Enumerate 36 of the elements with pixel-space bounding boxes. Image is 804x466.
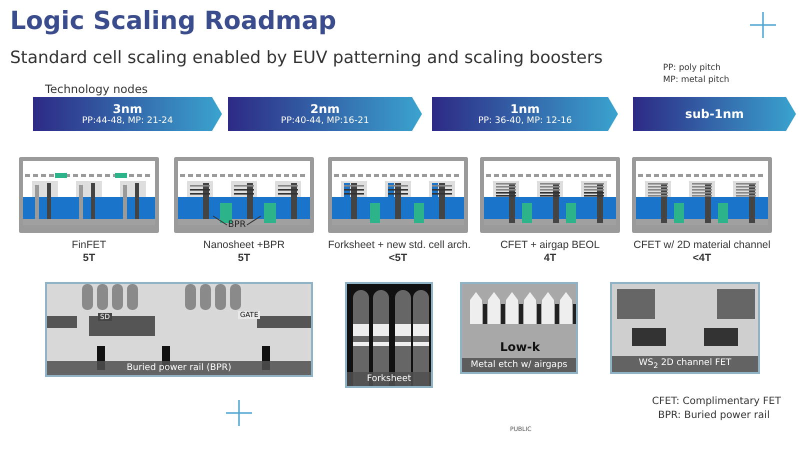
- slide-title: Logic Scaling Roadmap: [10, 6, 336, 35]
- device-name: FinFET: [72, 239, 106, 251]
- subtitle: Standard cell scaling enabled by EUV patterning and scaling boosters: [10, 48, 603, 68]
- track-count: 4T: [544, 252, 556, 264]
- roadmap-step-banner: [228, 97, 422, 131]
- photo-caption: Buried power rail (BPR): [47, 361, 311, 375]
- track-count: <5T: [388, 252, 408, 264]
- roadmap-step-banner: [33, 97, 222, 131]
- roadmap-step-banner: [633, 97, 796, 131]
- photo-label: Low-k: [500, 340, 540, 354]
- callout-text: BPR: [228, 220, 246, 230]
- abbreviation-note: BPR: Buried power rail: [658, 410, 770, 421]
- pitch-spec: PP:44-48, MP: 21-24: [82, 116, 173, 126]
- node-name: sub-1nm: [685, 107, 744, 121]
- track-count: <4T: [692, 252, 712, 264]
- abbreviation-note: CFET: Complimentary FET: [652, 396, 782, 407]
- pitch-spec: PP: 36-40, MP: 12-16: [478, 116, 572, 126]
- roadmap-step-banner: [432, 97, 618, 131]
- track-count: 5T: [82, 252, 96, 264]
- node-name: 3nm: [112, 102, 142, 116]
- abbreviation-note: PP: poly pitch: [663, 63, 721, 73]
- photo-caption: Metal etch w/ airgaps: [462, 358, 576, 372]
- node-name: 1nm: [510, 102, 540, 116]
- node-name: 2nm: [310, 102, 340, 116]
- device-name: Nanosheet +BPR: [203, 239, 285, 251]
- abbreviation-note: MP: metal pitch: [663, 75, 730, 85]
- section-label: Technology nodes: [45, 82, 148, 96]
- device-name: Forksheet + new std. cell arch.: [328, 239, 471, 251]
- track-count: 5T: [238, 252, 250, 264]
- device-name: CFET w/ 2D material channel: [634, 239, 770, 251]
- pitch-spec: PP:40-44, MP:16-21: [280, 116, 370, 126]
- photo-caption: Forksheet: [347, 372, 431, 386]
- leader-line: [212, 216, 228, 226]
- leader-line: [246, 216, 262, 226]
- device-name: CFET + airgap BEOL: [500, 239, 600, 251]
- photo-caption: WS$_{2}$ 2D channel FET: [612, 356, 758, 372]
